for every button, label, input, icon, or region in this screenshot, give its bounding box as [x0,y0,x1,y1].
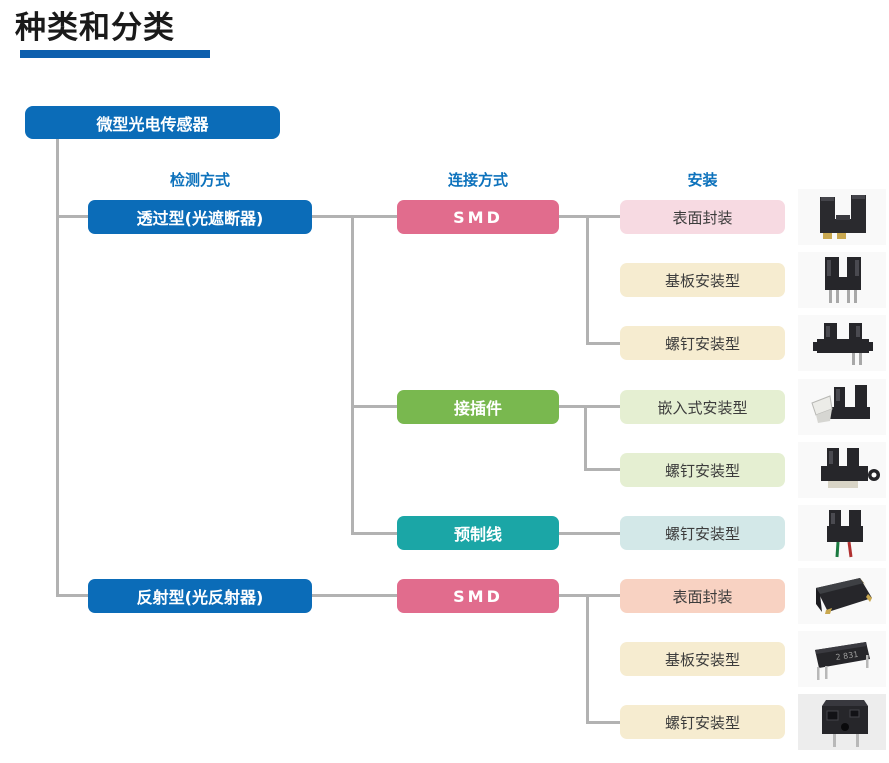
connection-node-smd-2: SMD [397,579,559,613]
connector-plugin-trunk [584,405,587,471]
smd-reflective-sensor-photo [798,568,886,624]
pcb-slot-sensor-photo [798,252,886,308]
connection-node-plugin: 接插件 [397,390,559,424]
title-underline [20,50,210,58]
mounting-node-pcb-mount-1: 基板安装型 [620,263,785,297]
snap-in-connector-sensor-photo [798,379,886,435]
mounting-node-snap-in-mount: 嵌入式安装型 [620,390,785,424]
column-header-detection: 检测方式 [169,171,230,189]
page-title: 种类和分类 [15,10,175,46]
detection-node-through-beam: 透过型(光遮断器) [88,200,312,234]
mounting-node-screw-mount-2: 螺钉安装型 [620,453,785,487]
mounting-node-surface-mount-2: 表面封装 [620,579,785,613]
mounting-node-pcb-mount-2: 基板安装型 [620,642,785,676]
connector [351,405,398,408]
connector [56,594,90,597]
connector-detection-trunk [351,215,354,535]
connector [586,342,621,345]
connector [557,405,621,408]
connector [312,594,398,597]
connection-node-prewired: 预制线 [397,516,559,550]
connector [559,532,621,535]
column-header-connection: 连接方式 [447,171,508,189]
connector [559,594,621,597]
connector [351,532,398,535]
connector-smd1-trunk [586,215,589,345]
connector [312,215,398,218]
connector [559,215,621,218]
smd-slot-sensor-photo [798,189,886,245]
mounting-node-screw-mount-4: 螺钉安装型 [620,705,785,739]
screw-connector-sensor-photo [798,442,886,498]
connector [56,215,90,218]
connection-node-smd-1: SMD [397,200,559,234]
prewired-sensor-photo [798,505,886,561]
svg-text:2 831: 2 831 [835,650,859,662]
pcb-reflective-sensor-photo: 2 831 [798,631,886,687]
screw-slot-sensor-photo [798,315,886,371]
connector-smd2-trunk [586,594,589,724]
connector [586,721,621,724]
detection-node-reflective: 反射型(光反射器) [88,579,312,613]
connector [584,468,621,471]
column-header-mounting: 安装 [687,171,718,189]
mounting-node-screw-mount-3: 螺钉安装型 [620,516,785,550]
connector-root-trunk [56,139,59,597]
mounting-node-screw-mount-1: 螺钉安装型 [620,326,785,360]
screw-reflective-sensor-photo [798,694,886,750]
mounting-node-surface-mount-1: 表面封装 [620,200,785,234]
root-node-micro-photo-sensor: 微型光电传感器 [25,106,280,139]
